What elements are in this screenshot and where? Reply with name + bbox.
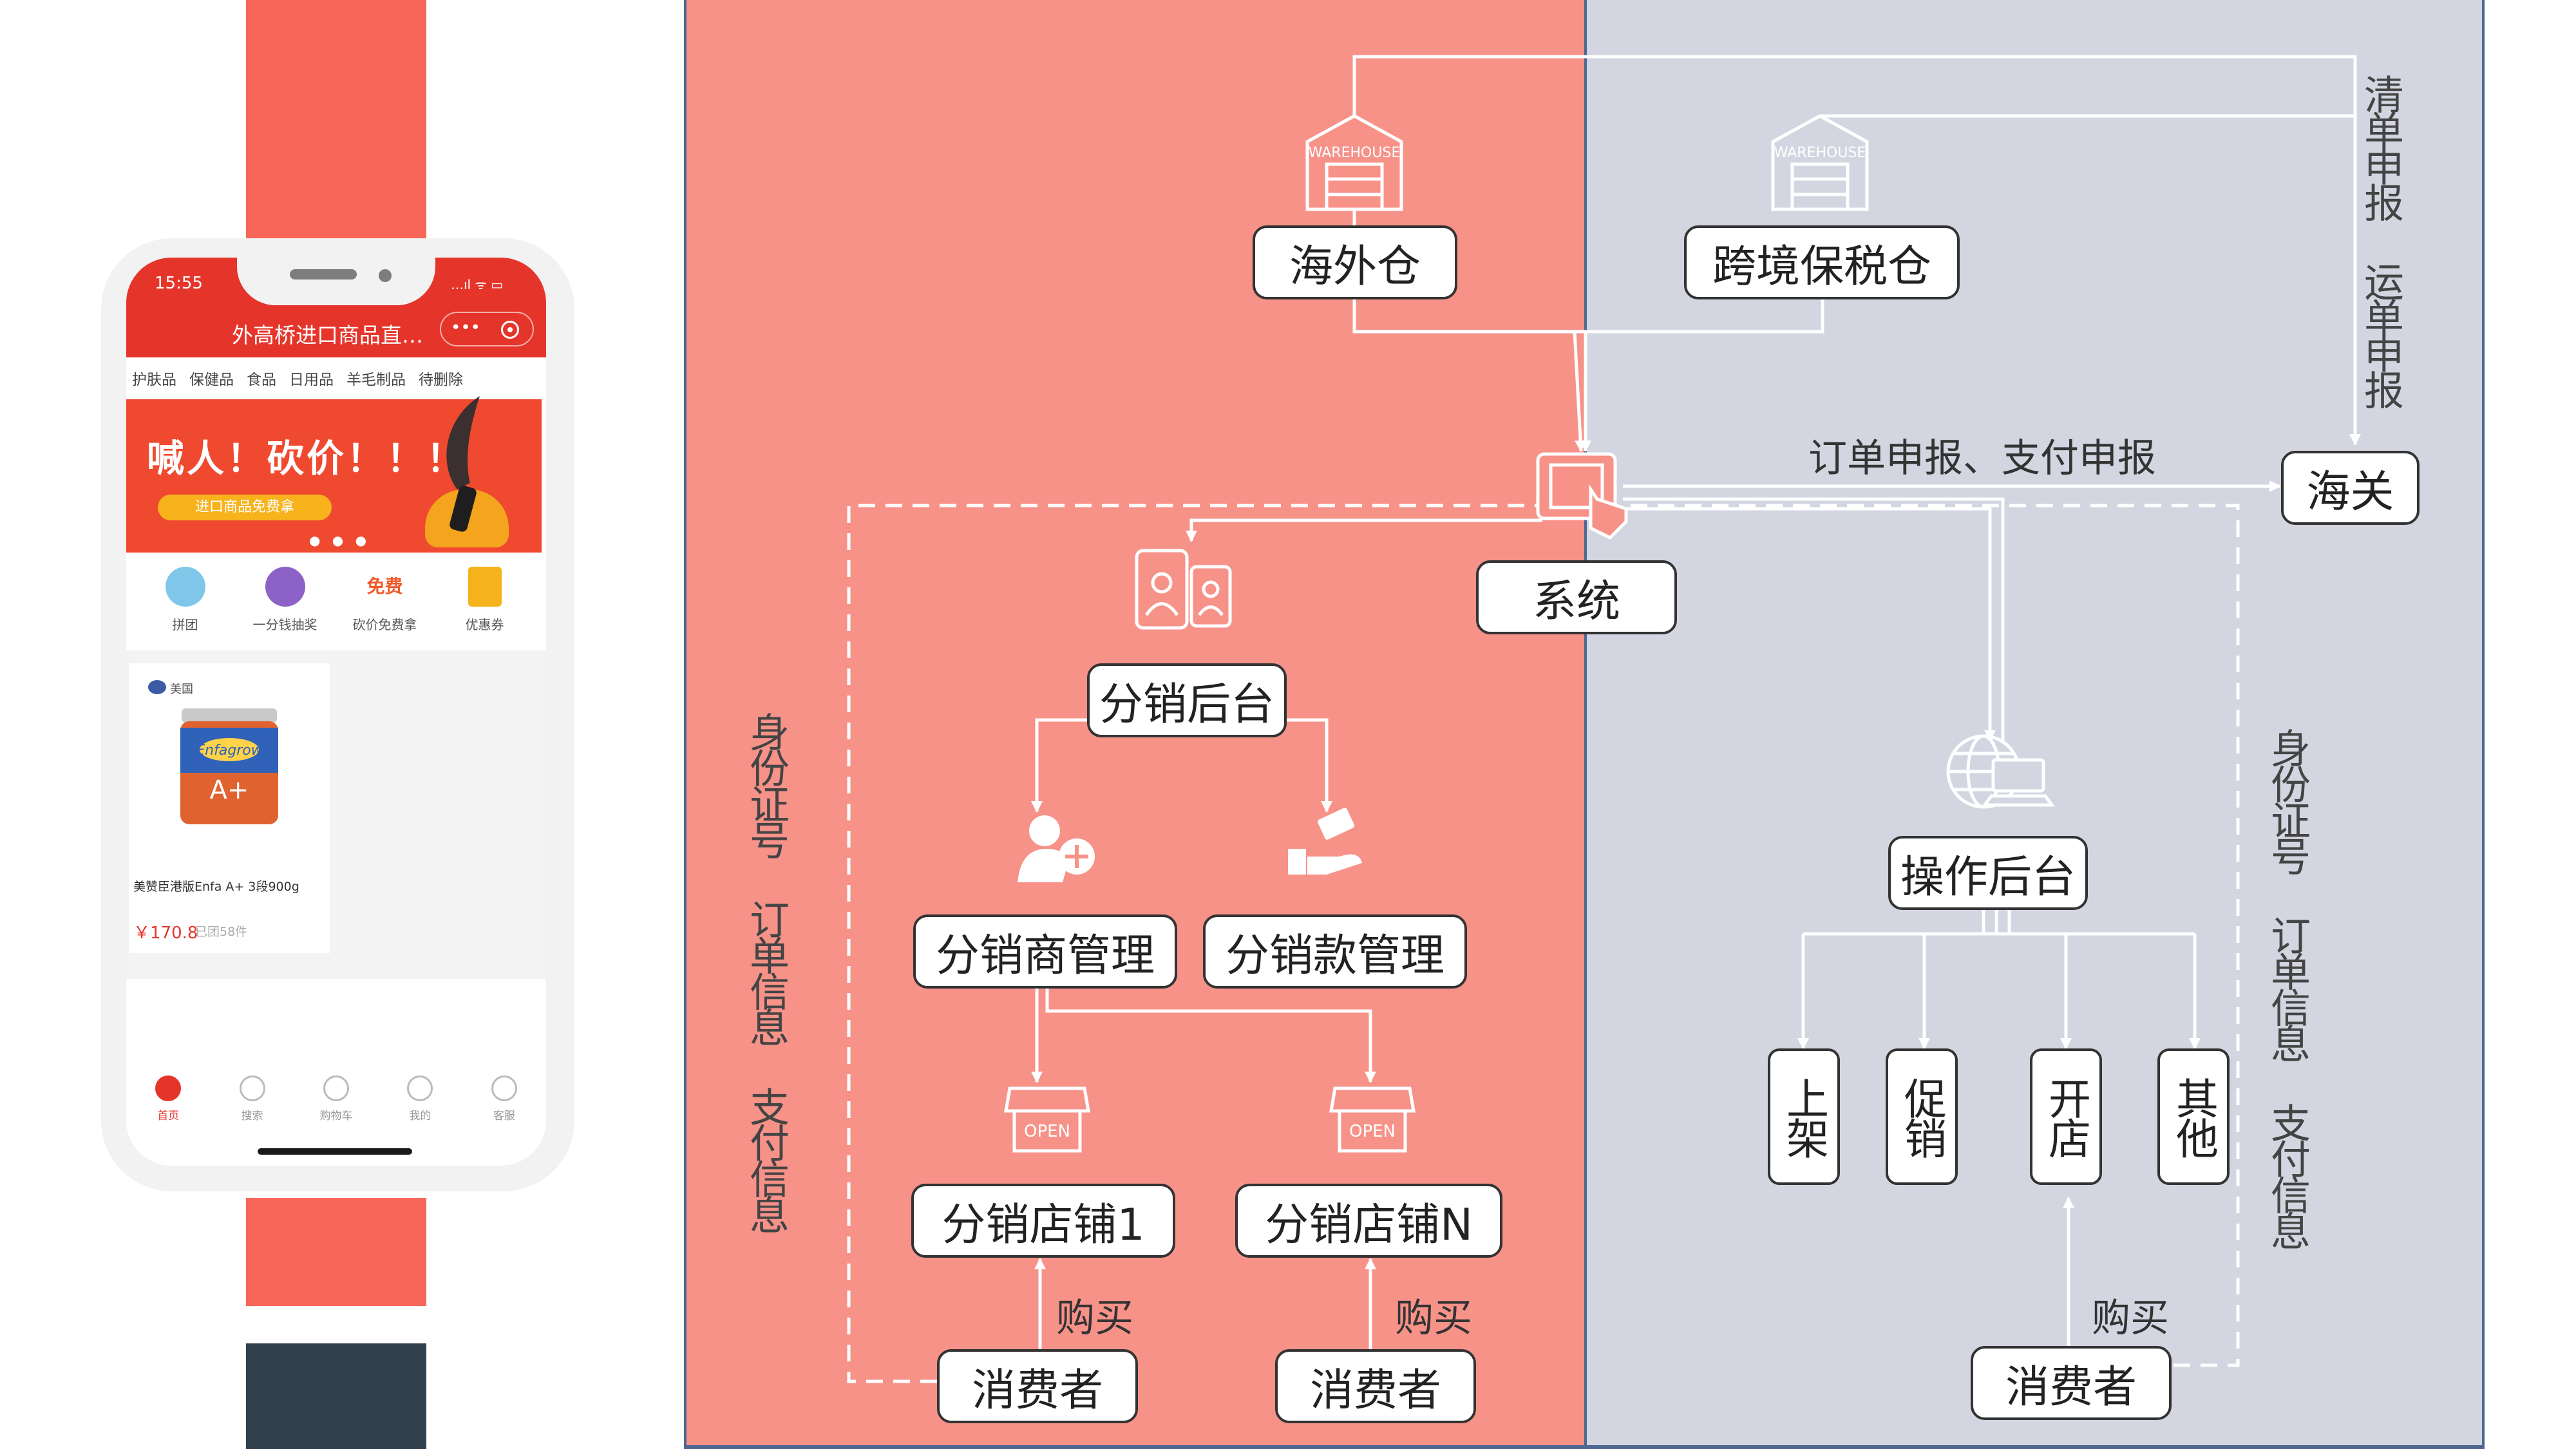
headset-icon — [491, 1075, 517, 1101]
mini-app-title: 外高桥进口商品直… — [232, 323, 423, 348]
overseas-warehouse-box: 海外仓 — [1253, 225, 1457, 299]
feature-bargain[interactable]: 免费 砍价免费拿 — [340, 567, 430, 633]
home-icon — [155, 1075, 182, 1101]
store-n-box: 分销店铺N — [1235, 1184, 1502, 1258]
banner-subtitle: 进口商品免费拿 — [158, 495, 332, 520]
distributor-mgmt-box: 分销商管理 — [913, 914, 1177, 989]
category-tab[interactable]: 护肤品 — [132, 372, 176, 388]
store-icon-1 — [1004, 1086, 1090, 1153]
warehouse-sign-overseas: WAREHOUSE — [1309, 145, 1401, 161]
user-icon — [407, 1075, 433, 1101]
warehouse-icon-bonded — [1771, 114, 1869, 211]
warehouse-icon-overseas — [1305, 114, 1403, 211]
globe-laptop-icon — [1946, 734, 2055, 809]
status-icons: …ıl ᯤ ▭ — [451, 277, 503, 292]
nav-service[interactable]: 客服 — [466, 1069, 543, 1140]
navy-band — [246, 1343, 426, 1449]
feature-group-buy[interactable]: 拼团 — [140, 567, 231, 633]
product-name: 美赞臣港版Enfa A+ 3段900g — [133, 880, 299, 894]
category-tab[interactable]: 羊毛制品 — [346, 372, 406, 388]
distribution-funds-box: 分销款管理 — [1203, 914, 1467, 989]
store-sign-1: OPEN — [1024, 1122, 1070, 1141]
customs-box: 海关 — [2281, 451, 2420, 525]
store-1-box: 分销店铺1 — [911, 1184, 1175, 1258]
buy-label-n: 购买 — [1395, 1296, 1472, 1341]
bottom-red-band — [246, 1198, 426, 1306]
right-info-label: 身份证号 订单信息 支付信息 — [2264, 728, 2311, 1247]
panel-bottom-border — [684, 1445, 2485, 1449]
feature-lottery[interactable]: 一分钱抽奖 — [240, 567, 330, 633]
ops-item-shelve: 上架 — [1768, 1048, 1840, 1185]
customs-side-label: 清单申报 运单申报 — [2357, 74, 2404, 406]
capsule-menu[interactable] — [440, 312, 534, 346]
nav-profile[interactable]: 我的 — [381, 1069, 459, 1140]
banner-pager: ● ● ● — [309, 533, 371, 548]
category-tab[interactable]: 保健品 — [189, 372, 234, 388]
formula-can-image: Enfagrow A+ — [180, 708, 278, 824]
cart-icon — [323, 1075, 349, 1101]
tablet-touch-icon — [1536, 452, 1628, 540]
banner-title: 喊人！砍价！！！ — [147, 437, 467, 480]
nav-cart[interactable]: 购物车 — [298, 1069, 375, 1140]
us-flag-icon — [148, 680, 166, 694]
add-user-icon — [1018, 815, 1095, 882]
consumer-box-n: 消费者 — [1275, 1349, 1476, 1423]
category-tab[interactable]: 日用品 — [289, 372, 334, 388]
category-tab[interactable]: 待删除 — [419, 372, 463, 388]
feature-coupon[interactable]: 优惠券 — [440, 567, 530, 633]
consumer-box-1: 消费者 — [937, 1349, 1138, 1423]
consumer-box-ops: 消费者 — [1971, 1346, 2172, 1420]
close-target-icon[interactable] — [501, 321, 519, 339]
distribution-backend-box: 分销后台 — [1087, 663, 1287, 737]
category-tab[interactable]: 食品 — [247, 372, 276, 388]
home-indicator — [258, 1148, 412, 1155]
bonded-warehouse-box: 跨境保税仓 — [1684, 225, 1960, 299]
free-tag-icon: 免费 — [366, 576, 403, 597]
store-icon-n — [1329, 1086, 1416, 1153]
search-icon — [239, 1075, 265, 1101]
buy-label-ops: 购买 — [2092, 1296, 2169, 1341]
nav-search[interactable]: 搜索 — [214, 1069, 291, 1140]
phone-camera — [379, 269, 392, 282]
declaration-label: 订单申报、支付申报 — [1808, 436, 2156, 481]
lottery-icon — [265, 567, 305, 607]
svg-text:Enfagrow: Enfagrow — [196, 743, 263, 759]
store-sign-n: OPEN — [1349, 1122, 1396, 1141]
phone-speaker — [290, 269, 357, 279]
product-sold-count: 已团58件 — [195, 925, 248, 939]
feature-icons: 拼团 一分钱抽奖 免费 砍价免费拿 优惠券 — [135, 567, 535, 633]
product-origin: 美国 — [170, 683, 193, 696]
more-icon[interactable]: ••• — [451, 318, 481, 337]
group-buy-icon — [165, 567, 205, 607]
money-hand-icon — [1288, 808, 1362, 875]
ops-item-promo: 促销 — [1886, 1048, 1958, 1185]
operations-backend-box: 操作后台 — [1888, 836, 2088, 910]
warehouse-sign-bonded: WAREHOUSE — [1774, 145, 1866, 161]
status-time: 15:55 — [155, 274, 203, 293]
ops-item-open-store: 开店 — [2030, 1048, 2102, 1185]
top-red-band — [246, 0, 426, 238]
left-info-label: 身份证号 订单信息 支付信息 — [743, 712, 790, 1231]
knife-icon — [446, 396, 480, 532]
svg-text:A+: A+ — [210, 775, 249, 805]
category-tabs: 护肤品 保健品 食品 日用品 羊毛制品 待删除 — [132, 367, 544, 389]
system-box: 系统 — [1476, 560, 1677, 634]
buy-label-1: 购买 — [1056, 1296, 1133, 1341]
coupon-gift-icon — [468, 567, 502, 607]
ops-item-other: 其他 — [2157, 1048, 2230, 1185]
bottom-nav: 首页 搜索 购物车 我的 客服 — [126, 1069, 546, 1140]
product-price: ￥170.8 — [133, 923, 198, 943]
nav-home[interactable]: 首页 — [129, 1069, 207, 1140]
mobile-users-icon — [1135, 549, 1232, 630]
